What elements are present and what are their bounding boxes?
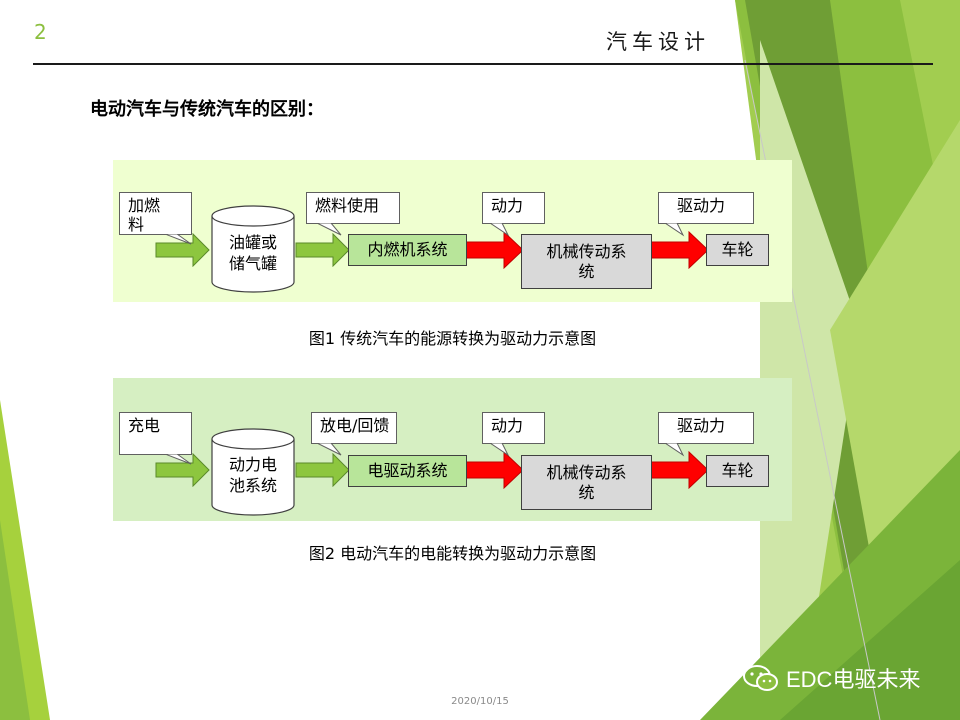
fuel-tank-cylinder	[211, 205, 295, 293]
header-title: 汽车设计	[606, 30, 710, 54]
arrow-charge-to-battery	[155, 453, 210, 487]
arrow-transmission-to-wheel-2	[651, 451, 709, 489]
slide-heading: 电动汽车与传统汽车的区别：	[90, 99, 324, 120]
callout-fuel-use-tail	[316, 223, 342, 236]
transmission-2-label-line2: 统	[578, 482, 595, 502]
engine-system-label: 内燃机系统	[367, 240, 448, 259]
callout-discharge: 放电/回馈	[311, 412, 397, 444]
callout-charge-tail	[165, 454, 192, 465]
callout-fuel-use: 燃料使用	[306, 192, 400, 224]
battery-cylinder	[211, 428, 295, 516]
arrow-battery-to-motor	[295, 453, 350, 487]
callout-charge: 充电	[119, 412, 192, 455]
wechat-icon	[743, 665, 778, 691]
arrow-transmission-to-wheel	[651, 231, 709, 269]
transmission-box-2: 机械传动系 统	[521, 455, 652, 510]
wheel-box-1: 车轮	[706, 234, 769, 266]
callout-power-2-tail	[489, 443, 510, 457]
arrow-tank-to-engine	[295, 233, 350, 267]
motor-system-label: 电驱动系统	[367, 461, 448, 480]
callout-refuel-tail	[165, 234, 192, 245]
callout-power-tail	[489, 223, 510, 237]
callout-drive-force-2: 驱动力	[658, 412, 754, 444]
callout-power: 动力	[482, 192, 545, 224]
tank-label-line1: 油罐或	[228, 233, 277, 252]
arrow-engine-to-transmission	[466, 231, 524, 269]
engine-system-box: 内燃机系统	[348, 234, 467, 266]
transmission-2-label-line1: 机械传动系	[546, 462, 627, 482]
callout-drive-force-tail	[664, 223, 685, 237]
callout-charge-text: 充电	[128, 416, 161, 435]
motor-system-box: 电驱动系统	[348, 455, 467, 487]
callout-drive-force: 驱动力	[658, 192, 754, 224]
callout-drive-force-2-text: 驱动力	[677, 416, 726, 435]
diagram-1-caption: 图1 传统汽车的能源转换为驱动力示意图	[308, 329, 597, 348]
callout-drive-force-2-tail	[664, 443, 685, 457]
header-divider	[33, 63, 933, 65]
transmission-label-line1: 机械传动系	[546, 241, 627, 261]
callout-discharge-text: 放电/回馈	[320, 416, 390, 435]
callout-refuel: 加燃料	[119, 192, 192, 235]
callout-discharge-tail	[316, 443, 342, 456]
callout-power-2-text: 动力	[491, 416, 524, 435]
callout-fuel-use-text: 燃料使用	[315, 196, 380, 215]
wheel-label-2: 车轮	[721, 461, 754, 480]
callout-power-text: 动力	[491, 196, 524, 215]
callout-power-2: 动力	[482, 412, 545, 444]
tank-label-line2: 储气罐	[228, 254, 277, 273]
wheel-label-1: 车轮	[721, 240, 754, 259]
watermark-logo: EDC电驱未来	[742, 662, 920, 694]
battery-label-line1: 动力电	[228, 455, 277, 474]
wheel-box-2: 车轮	[706, 455, 769, 487]
watermark-text: EDC电驱未来	[786, 667, 921, 692]
slide-number: 2	[34, 20, 47, 44]
arrow-motor-to-transmission	[466, 451, 524, 489]
callout-refuel-text: 加燃料	[128, 196, 161, 234]
arrow-refuel-to-tank	[155, 233, 210, 267]
footer-date: 2020/10/15	[451, 696, 509, 707]
battery-label-line2: 池系统	[228, 476, 277, 495]
transmission-label-line2: 统	[578, 261, 595, 281]
transmission-box-1: 机械传动系 统	[521, 234, 652, 289]
callout-drive-force-text: 驱动力	[677, 196, 726, 215]
diagram-2-caption: 图2 电动汽车的电能转换为驱动力示意图	[308, 544, 597, 563]
